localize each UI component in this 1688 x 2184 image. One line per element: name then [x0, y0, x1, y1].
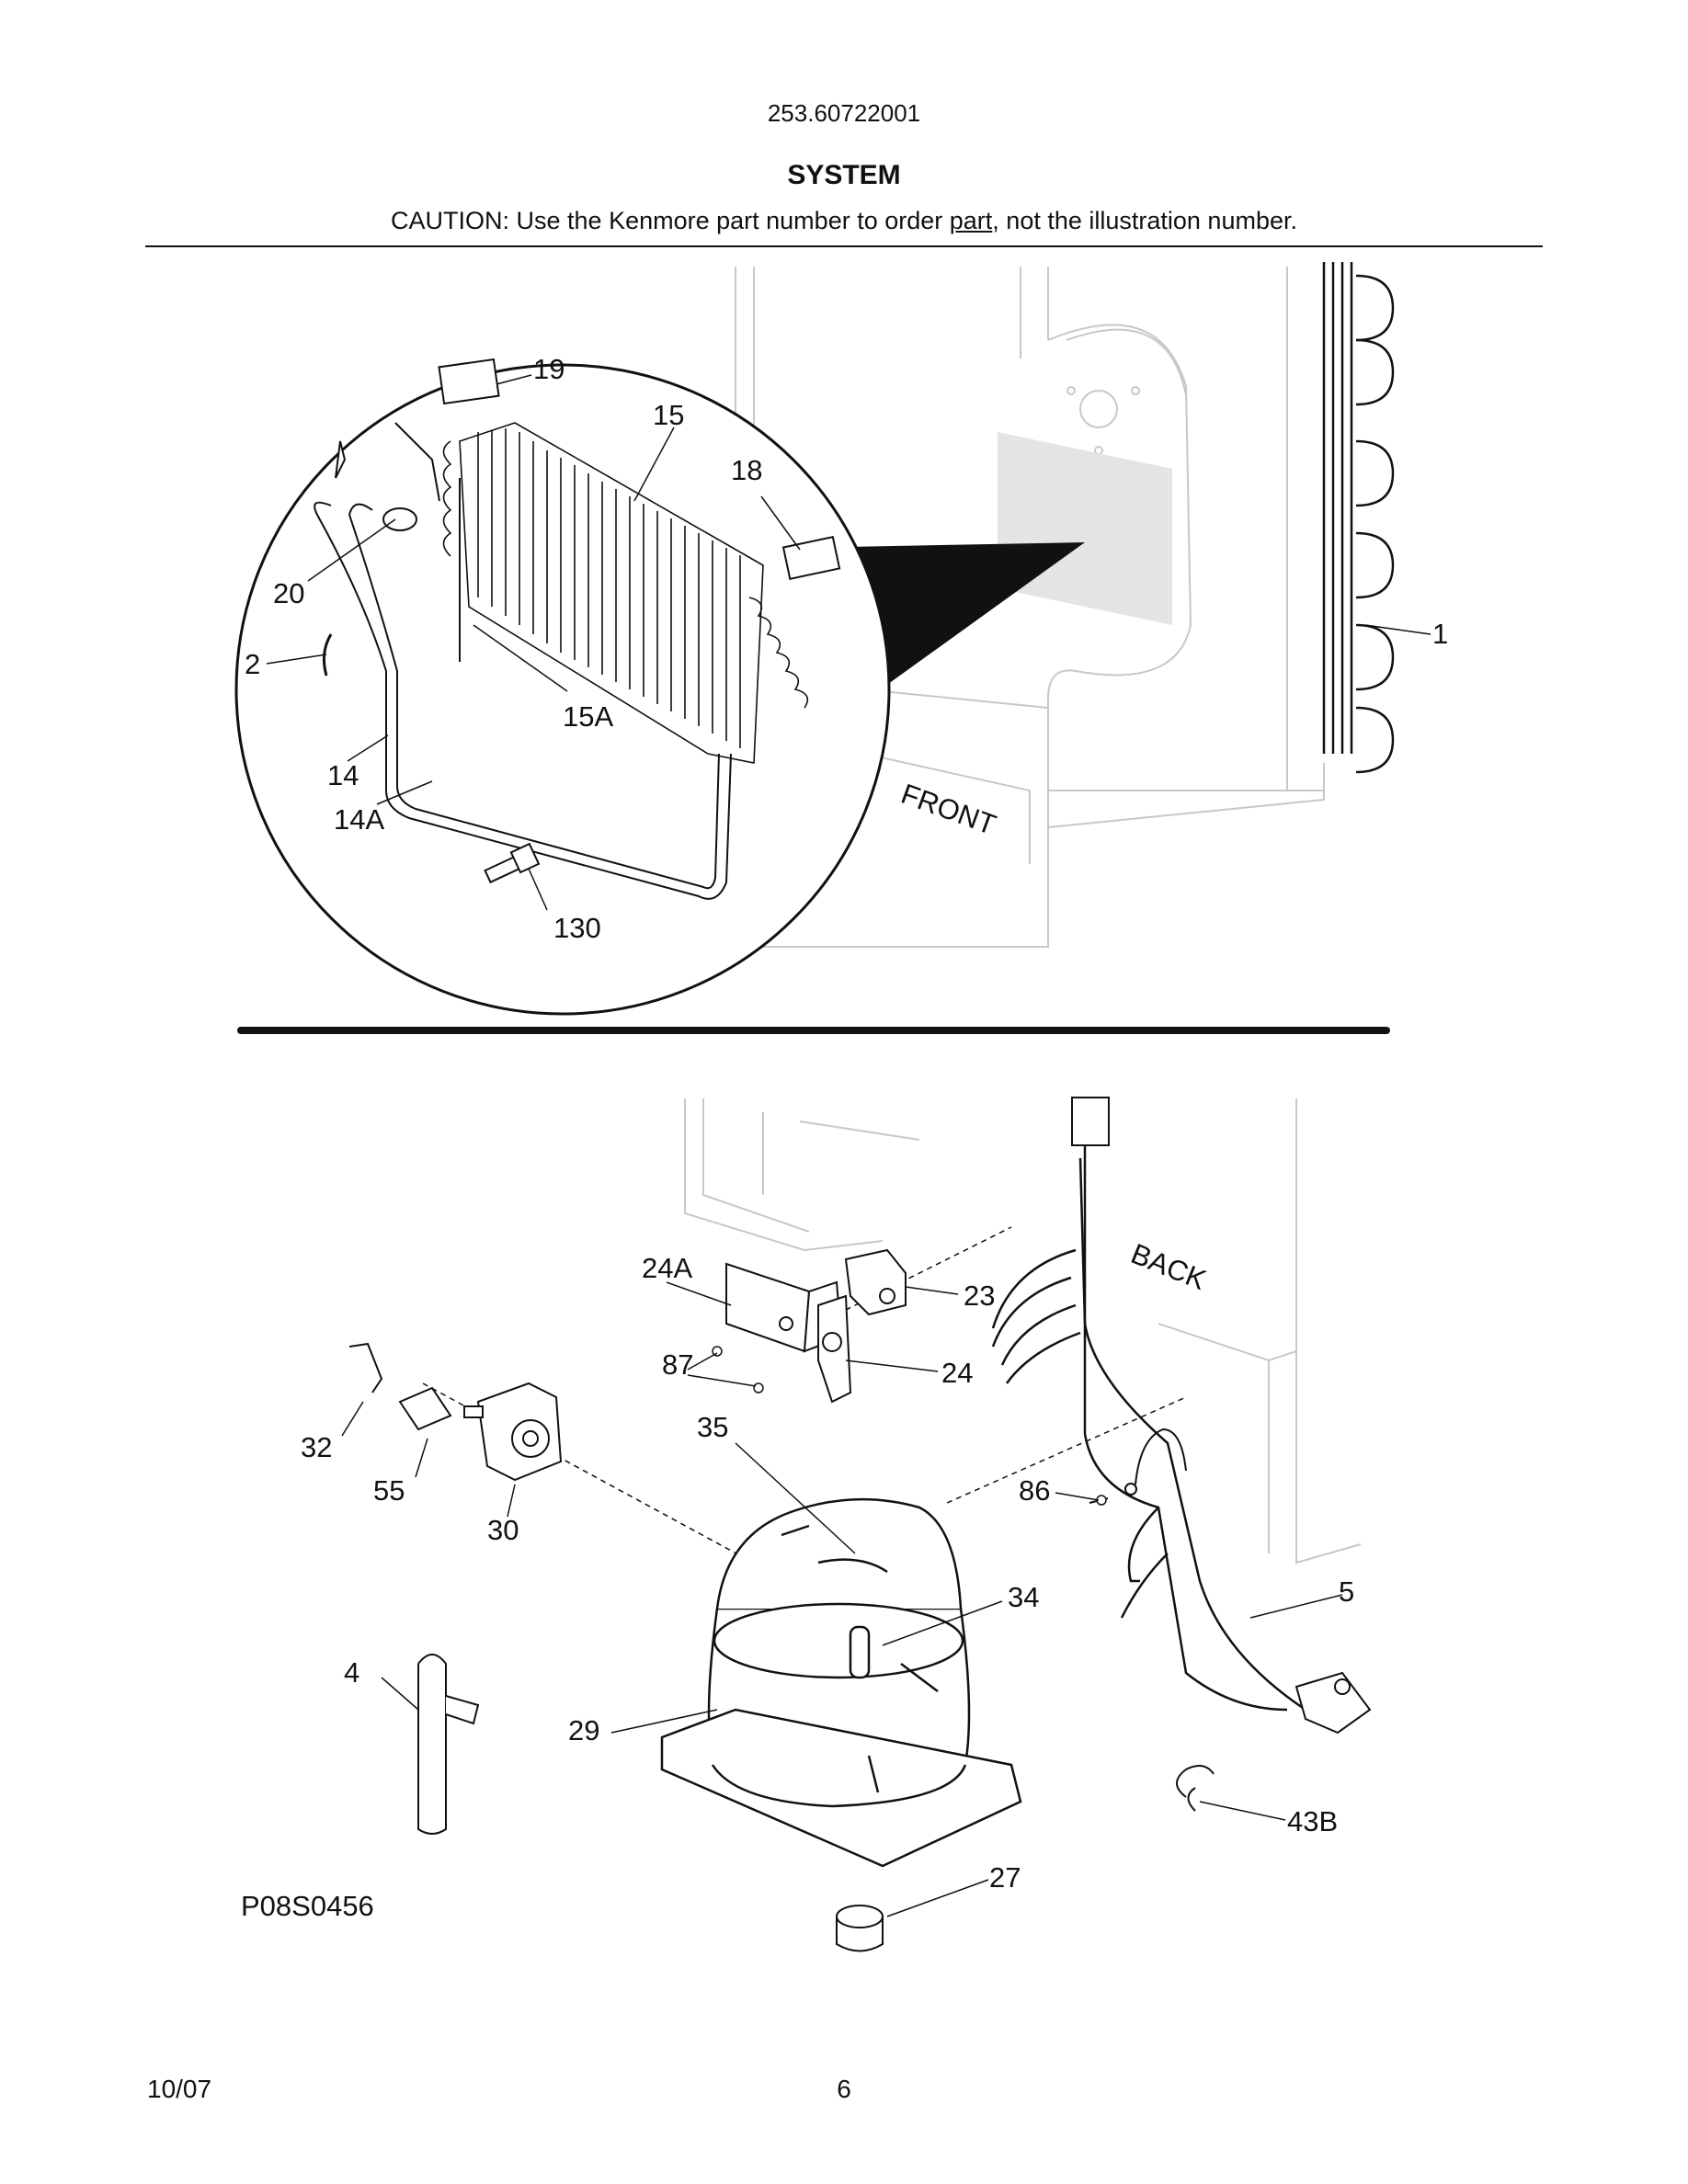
- evaporator-compartment: [998, 432, 1172, 625]
- power-cord-harness: [991, 1103, 1306, 1712]
- label-1: 1: [1432, 618, 1448, 650]
- evaporator-fins: [442, 422, 809, 764]
- page-number: 6: [837, 2075, 851, 2103]
- label-87: 87: [662, 1348, 693, 1381]
- label-5: 5: [1339, 1575, 1354, 1608]
- label-back: BACK: [1126, 1237, 1211, 1296]
- footer-date: 10/07: [147, 2075, 212, 2103]
- part-130-tube: [484, 842, 541, 884]
- label-27: 27: [989, 1861, 1021, 1894]
- bottom-part-labels: 24A 23 87 24 35 32 55 30 86 34 5 4 29 43…: [301, 1237, 1354, 1894]
- refrigerant-tubing: [314, 478, 732, 900]
- clip-43b: [1176, 1765, 1215, 1812]
- defrost-thermostat: [335, 422, 440, 531]
- label-24: 24: [941, 1357, 973, 1389]
- label-24a: 24A: [642, 1252, 692, 1284]
- label-130: 130: [553, 912, 601, 944]
- bottom-leader-lines: [341, 1281, 1343, 1917]
- condenser-coil: [1322, 262, 1395, 774]
- top-leader-lines: [266, 374, 1431, 911]
- part-19-block: [438, 358, 500, 405]
- compressor-29: [660, 1497, 1022, 1868]
- label-2: 2: [245, 648, 260, 680]
- label-86: 86: [1019, 1474, 1050, 1507]
- label-front: FRONT: [897, 778, 1000, 841]
- header-divider: [145, 245, 1543, 247]
- label-20: 20: [273, 577, 304, 609]
- callout-wedge: [846, 542, 1085, 708]
- label-34: 34: [1008, 1581, 1039, 1613]
- label-32: 32: [301, 1431, 332, 1463]
- label-4: 4: [344, 1656, 359, 1689]
- part-2-clip: [322, 633, 333, 677]
- caution-text-start: CAUTION: Use the Kenmore part number to …: [391, 207, 950, 234]
- harness-connector: [1071, 1097, 1110, 1146]
- illustration-code: P08S0456: [241, 1890, 374, 1922]
- compressor-grommets-27: [836, 1905, 884, 1952]
- label-14: 14: [327, 759, 359, 791]
- label-55: 55: [373, 1474, 405, 1507]
- page-title: SYSTEM: [787, 160, 901, 190]
- defrost-timer: [725, 1248, 907, 1404]
- label-14a: 14A: [334, 803, 384, 836]
- label-29: 29: [568, 1714, 599, 1746]
- part-18-block: [781, 535, 841, 580]
- label-43b: 43B: [1287, 1805, 1338, 1837]
- caution-part-link[interactable]: part: [949, 207, 993, 234]
- label-18: 18: [731, 454, 762, 486]
- label-35: 35: [697, 1411, 728, 1443]
- ground-wire-86: [1089, 1428, 1187, 1504]
- caution-text-end: , not the illustration number.: [992, 207, 1297, 234]
- screw-87: [712, 1346, 764, 1393]
- label-23: 23: [964, 1280, 995, 1312]
- model-number: 253.60722001: [767, 99, 921, 127]
- label-19: 19: [533, 353, 565, 385]
- plug-5: [1295, 1671, 1372, 1735]
- overload-relay-group: [348, 1342, 563, 1482]
- cabinet-back-outline: [684, 1098, 1362, 1564]
- drier-4: [417, 1654, 480, 1835]
- caution-text: CAUTION: Use the Kenmore part number to …: [0, 207, 1688, 235]
- label-15a: 15A: [563, 700, 613, 733]
- label-15: 15: [653, 399, 684, 431]
- label-30: 30: [487, 1514, 519, 1546]
